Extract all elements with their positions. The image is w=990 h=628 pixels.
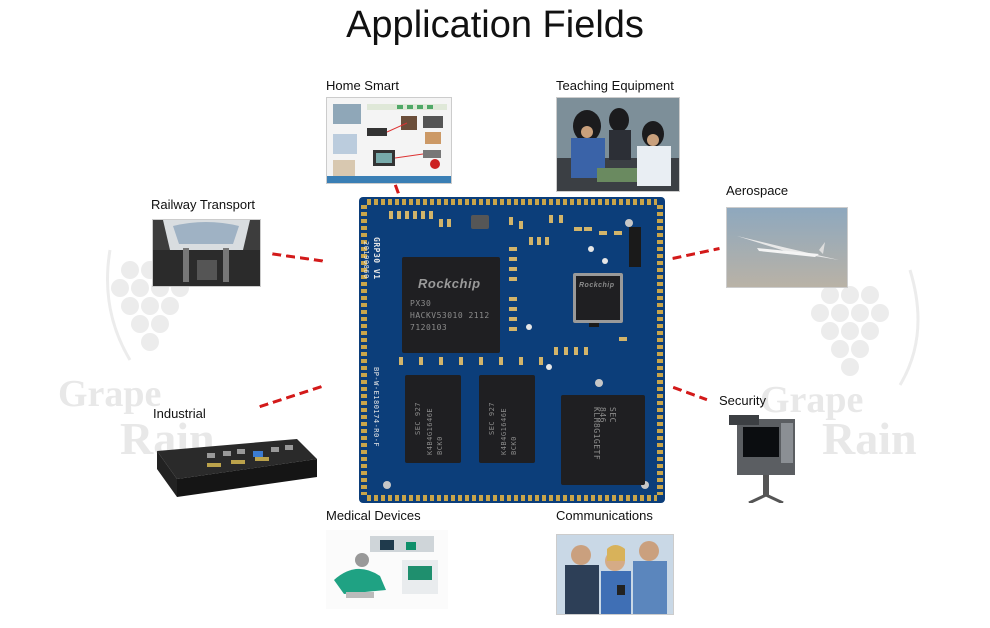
label-home-smart: Home Smart — [326, 78, 399, 93]
ram-chip-2: SEC 927 K4B4G1646E BCK0 — [479, 375, 535, 463]
connector-security — [672, 385, 708, 402]
ram2-code: K4B4G1646E BCK0 — [500, 407, 518, 455]
board-edge-pads-right — [657, 205, 663, 495]
board-code-silkscreen: BP-W-E180174-R0-F — [372, 367, 380, 448]
connector-industrial — [259, 384, 323, 409]
soc-chip: Rockchip PX30 HACKV53010 2112 7120103 — [402, 257, 500, 353]
label-security: Security — [719, 393, 766, 408]
board-edge-pads-left — [361, 205, 367, 495]
connector-railway — [272, 252, 324, 263]
ram-chip-1: SEC 927 K4B4G1646E BCK0 — [405, 375, 461, 463]
label-communications: Communications — [556, 508, 653, 523]
security-image — [719, 413, 803, 503]
board-edge-pads-top — [367, 199, 657, 205]
label-industrial: Industrial — [153, 406, 206, 421]
industrial-image — [147, 431, 322, 501]
connector-home — [393, 184, 401, 195]
label-medical: Medical Devices — [326, 508, 421, 523]
ram2-brand: SEC 927 — [488, 401, 496, 435]
soc-brand: Rockchip — [418, 276, 481, 291]
soc-code2: 7120103 — [410, 323, 448, 332]
connector-aerospace — [672, 247, 720, 260]
board-date-silkscreen: 20190860 — [362, 241, 370, 279]
railway-transport-image — [152, 219, 261, 287]
watermark-grape-right: Grape — [760, 379, 864, 421]
emmc-chip: SEC 846 KLM8G1GETF — [561, 395, 645, 485]
emmc-code: KLM8G1GETF — [592, 407, 601, 461]
soc-code1: HACKV53010 2112 — [410, 311, 490, 320]
watermark-rain-right: Rain — [822, 413, 917, 464]
watermark-grape-left: Grape — [58, 373, 162, 415]
board-name-silkscreen: GRP30 V1 — [372, 237, 381, 280]
medical-devices-image — [326, 530, 448, 609]
page-title: Application Fields — [346, 4, 644, 46]
home-smart-image — [326, 97, 452, 184]
label-railway: Railway Transport — [151, 197, 256, 212]
label-teaching: Teaching Equipment — [556, 78, 674, 93]
board-edge-pads-bottom — [367, 495, 657, 501]
soc-model: PX30 — [410, 299, 432, 308]
communications-image — [556, 534, 674, 615]
core-board: Rockchip PX30 HACKV53010 2112 7120103 Ro… — [359, 197, 665, 503]
grape-logo-right-icon — [811, 269, 920, 386]
label-aerospace: Aerospace — [726, 183, 789, 198]
teaching-equipment-image — [556, 97, 680, 192]
pmic-brand: Rockchip — [579, 282, 615, 289]
pmic-chip: Rockchip — [573, 273, 623, 323]
aerospace-image — [726, 207, 848, 288]
ram1-brand: SEC 927 — [414, 401, 422, 435]
ram1-code: K4B4G1646E BCK0 — [426, 407, 444, 455]
